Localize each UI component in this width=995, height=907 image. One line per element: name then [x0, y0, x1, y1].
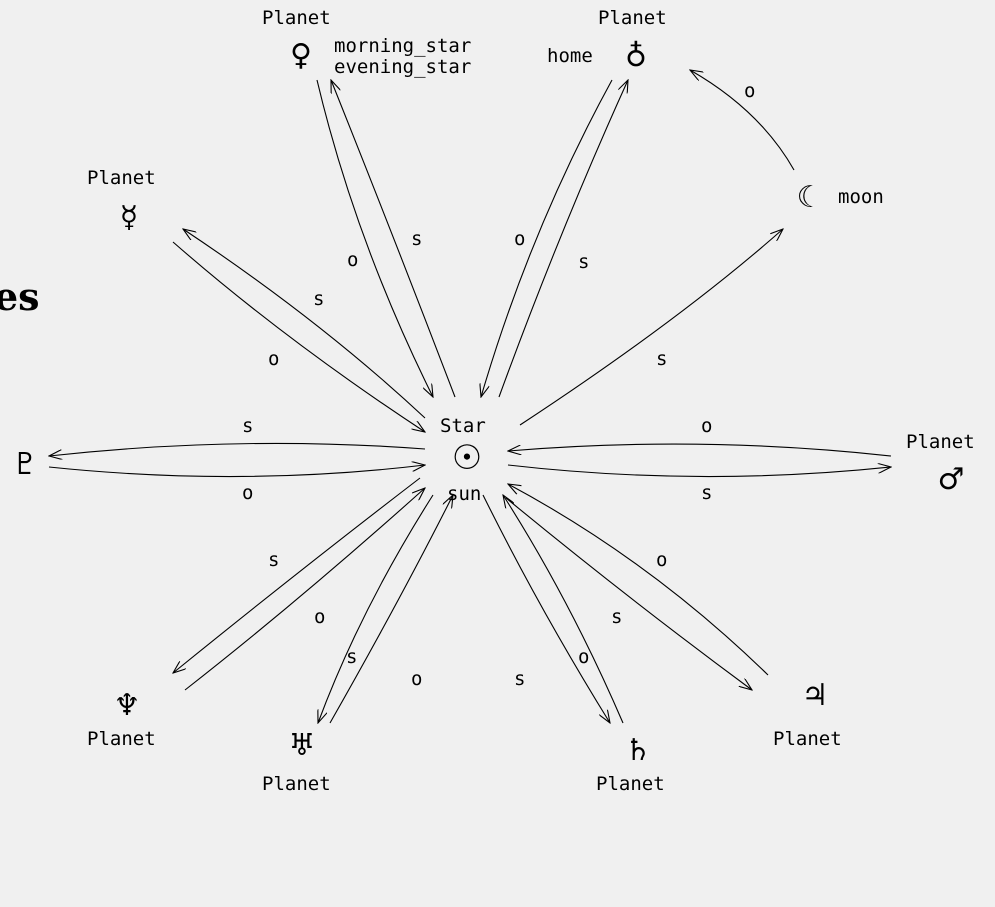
node-type-label: Star [440, 415, 486, 437]
node-type-label: Planet [262, 773, 331, 795]
edge-label: s [611, 606, 622, 628]
node-pluto[interactable]: ♇ [12, 447, 39, 482]
edge-label: s [242, 415, 253, 437]
edge-label: o [242, 482, 253, 504]
edge-label: o [514, 228, 525, 250]
edge-label: s [578, 251, 589, 273]
edge-saturn-to-sun [503, 495, 624, 724]
sun-icon: ☉ [452, 438, 482, 478]
edge-sun-to-moon [519, 229, 783, 426]
node-type-label: Planet [598, 7, 667, 29]
edge-uranus-to-sun [329, 495, 453, 724]
edge-sun-to-mercury [183, 229, 426, 419]
edge-earth-to-sun [481, 79, 613, 397]
edge-sun-to-saturn [482, 494, 610, 723]
saturn-icon: ♄ [625, 733, 652, 768]
edge-sun-to-pluto [49, 442, 426, 456]
uranus-icon: ♅ [289, 728, 316, 763]
edge-label: s [411, 228, 422, 250]
edge-label: o [744, 80, 755, 102]
edge-sun-to-earth [498, 80, 628, 398]
node-name-label: moon [838, 186, 884, 208]
edge-label: s [701, 482, 712, 504]
edge-moon-to-earth [690, 70, 795, 171]
node-type-label: Planet [262, 7, 331, 29]
edge-label: s [313, 288, 324, 310]
mercury-icon: ☿ [120, 200, 138, 235]
node-mercury[interactable]: Planet ☿ [87, 167, 156, 235]
node-moon[interactable]: ☾ moon [797, 180, 884, 215]
node-saturn[interactable]: ♄ Planet [596, 733, 665, 795]
node-type-label: Planet [596, 773, 665, 795]
edge-label: o [268, 348, 279, 370]
edge-jupiter-to-sun [508, 484, 769, 676]
venus-icon: ♀ [290, 38, 312, 73]
jupiter-icon: ♃ [802, 678, 829, 713]
mars-icon: ♂ [938, 462, 965, 497]
edge-neptune-to-sun [184, 488, 425, 691]
node-name-label: sun [447, 483, 481, 505]
edge-label: o [656, 549, 667, 571]
neptune-icon: ♆ [114, 688, 141, 723]
node-type-label: Planet [87, 167, 156, 189]
edge-mars-to-sun [508, 443, 892, 457]
edge-sun-to-jupiter [505, 497, 752, 690]
edge-venus-to-sun [316, 79, 433, 397]
node-earth[interactable]: Planet ♁ home [547, 7, 667, 74]
node-name-label: morning_star [334, 35, 471, 57]
edge-sun-to-uranus [318, 494, 434, 723]
node-sun[interactable]: Star ☉ sun [440, 415, 486, 505]
node-type-label: Planet [773, 728, 842, 750]
node-uranus[interactable]: ♅ Planet [262, 728, 331, 795]
node-name-label: home [547, 45, 593, 67]
edge-label: o [411, 668, 422, 690]
node-venus[interactable]: Planet ♀ morning_star evening_star [262, 7, 471, 78]
edge-pluto-to-sun [48, 465, 425, 478]
node-type-label: Planet [906, 431, 975, 453]
edge-label: o [578, 646, 589, 668]
node-neptune[interactable]: ♆ Planet [87, 688, 156, 750]
node-jupiter[interactable]: ♃ Planet [773, 678, 842, 750]
pluto-icon: ♇ [12, 447, 39, 482]
edge-label: o [314, 606, 325, 628]
edge-sun-to-venus [331, 80, 456, 398]
moon-icon: ☾ [797, 180, 824, 215]
edge-sun-to-neptune [173, 477, 421, 673]
node-name-label: evening_star [334, 56, 471, 78]
edge-label: s [656, 348, 667, 370]
earth-icon: ♁ [625, 39, 647, 74]
clipped-heading-fragment: es [0, 274, 40, 319]
edge-mercury-to-sun [172, 241, 425, 432]
edge-sun-to-mars [507, 465, 891, 478]
node-mars[interactable]: Planet ♂ [906, 431, 975, 497]
node-type-label: Planet [87, 728, 156, 750]
edge-label: s [346, 646, 357, 668]
edge-label: o [701, 415, 712, 437]
edge-label: s [514, 668, 525, 690]
edge-label: o [347, 249, 358, 271]
edge-label: s [268, 549, 279, 571]
